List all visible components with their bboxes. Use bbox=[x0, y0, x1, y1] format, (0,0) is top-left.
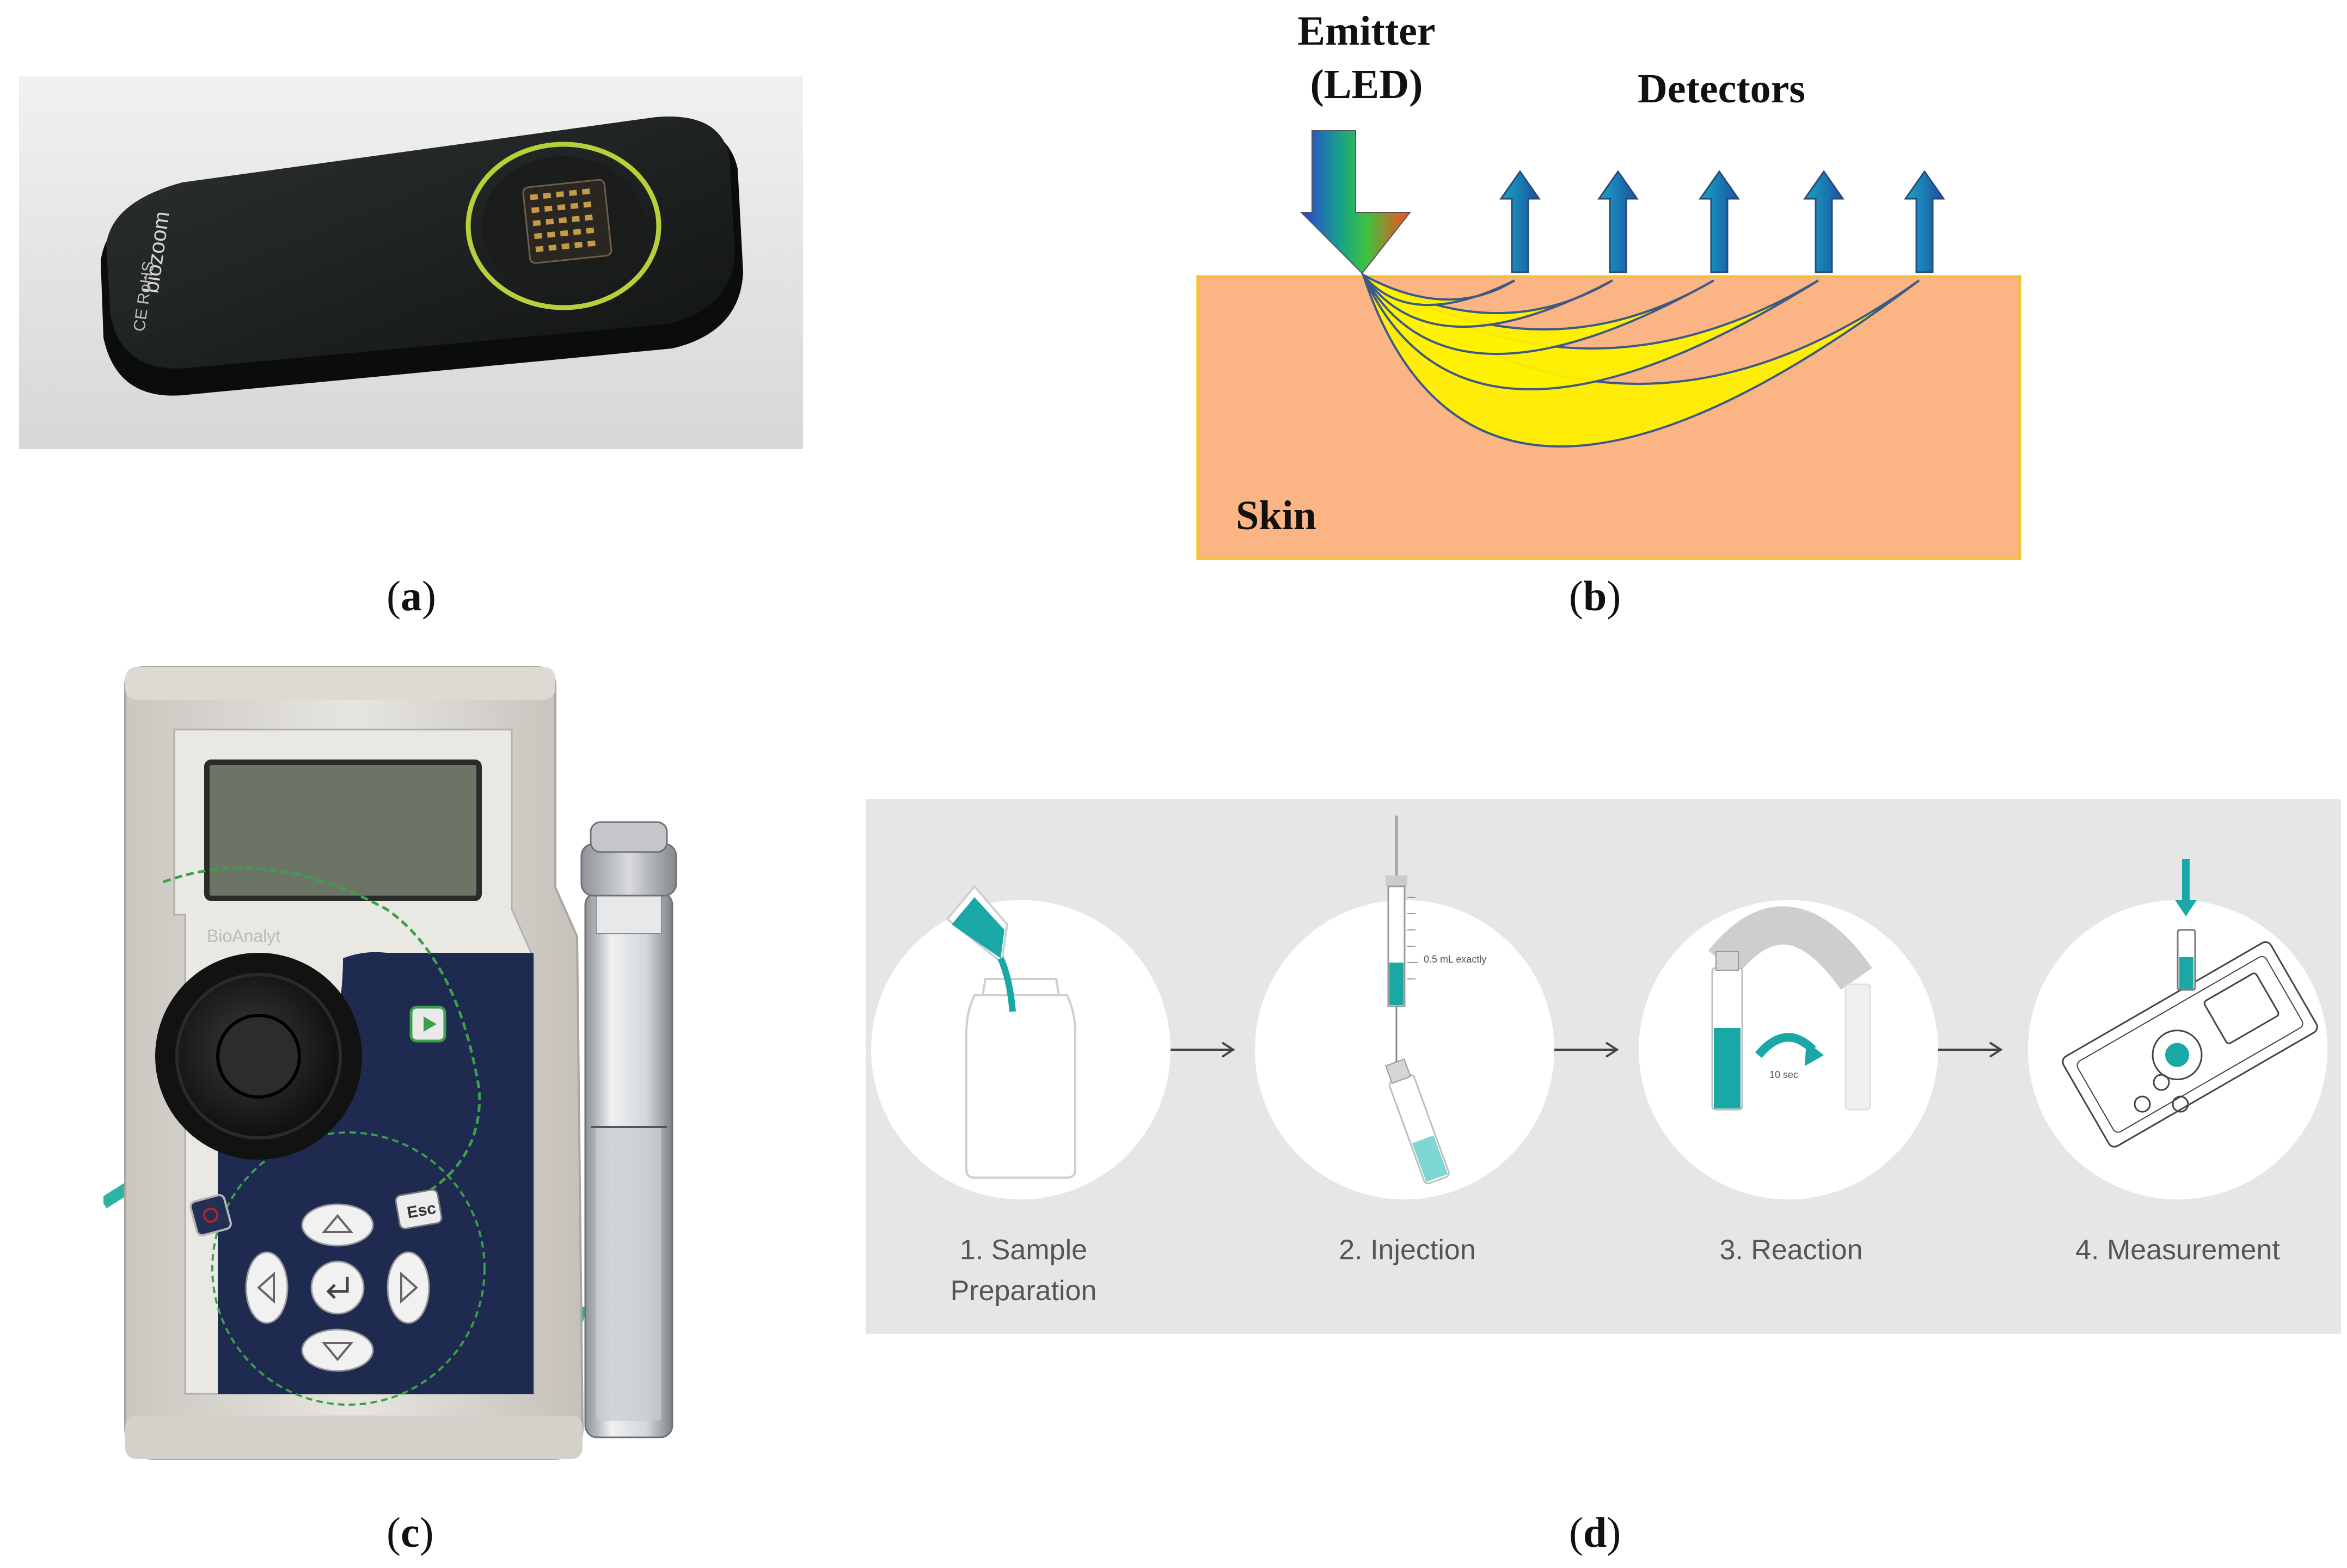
detector-arrow-icon bbox=[1597, 170, 1639, 273]
detector-arrows bbox=[1499, 170, 1945, 273]
left-arrow-key[interactable] bbox=[245, 1251, 289, 1324]
device-measure-icon bbox=[2062, 859, 2318, 1148]
glass-vial bbox=[580, 821, 677, 1438]
panel-c-label: (c) bbox=[387, 1509, 434, 1556]
panel-c: BioAnalyt Esc bbox=[100, 653, 730, 1481]
esc-button[interactable]: Esc bbox=[395, 1189, 443, 1230]
panel-d-label: (d) bbox=[1569, 1509, 1621, 1556]
sensor-ring-icon bbox=[465, 142, 661, 310]
step-3-label: 3. Reaction bbox=[1719, 1234, 1862, 1266]
panel-d: 0.5 mL exactly 10 sec bbox=[866, 799, 2341, 1334]
rotate-arrow-icon bbox=[1805, 1042, 1824, 1066]
handheld-device-photo: BioAnalyt Esc bbox=[100, 666, 677, 1460]
svg-text:0.5 mL exactly: 0.5 mL exactly bbox=[1424, 954, 1486, 965]
enter-icon bbox=[326, 1277, 349, 1299]
lcd-screen bbox=[204, 759, 482, 901]
skin-optics-diagram: Emitter (LED) Detectors Skin bbox=[1196, 8, 2021, 560]
panel-a: biozoom CE RoHS bbox=[19, 76, 803, 449]
process-steps-diagram: 0.5 mL exactly 10 sec bbox=[866, 799, 2341, 1334]
right-arrow-icon bbox=[400, 1271, 419, 1304]
bottle-pour-icon bbox=[946, 884, 1076, 1179]
start-button[interactable] bbox=[409, 1006, 446, 1043]
shake-vial-icon: 10 sec bbox=[1708, 906, 1872, 1111]
device-brand-lettering: BioAnalyt bbox=[207, 926, 280, 946]
down-arrow-key[interactable] bbox=[301, 1328, 374, 1372]
up-arrow-icon bbox=[321, 1214, 354, 1233]
arrow-right-icon bbox=[1938, 1042, 2003, 1058]
step-4-label: 4. Measurement bbox=[2075, 1234, 2280, 1266]
detector-arrow-icon bbox=[1803, 170, 1844, 273]
panel-a-label: (a) bbox=[387, 572, 436, 620]
step-circle bbox=[1255, 900, 1554, 1199]
power-icon bbox=[203, 1208, 218, 1223]
detector-arrow-icon bbox=[1904, 170, 1945, 273]
left-arrow-icon bbox=[256, 1271, 275, 1304]
power-button[interactable] bbox=[189, 1194, 232, 1236]
right-arrow-key[interactable] bbox=[387, 1251, 430, 1324]
up-arrow-key[interactable] bbox=[301, 1203, 374, 1247]
step-1-label: 1. Sample bbox=[960, 1234, 1087, 1266]
syringe-icon: 0.5 mL exactly bbox=[1385, 816, 1486, 1185]
enter-key[interactable] bbox=[310, 1260, 365, 1315]
emitter-label: Emitter bbox=[1297, 8, 1435, 54]
emitter-arrow-icon bbox=[1300, 130, 1412, 274]
detector-arrow-icon bbox=[1699, 170, 1740, 273]
arrow-right-icon bbox=[1554, 1042, 1619, 1058]
panel-b: Emitter (LED) Detectors Skin bbox=[1192, 0, 2042, 566]
down-arrow-icon bbox=[321, 1342, 354, 1362]
skin-label: Skin bbox=[1236, 493, 1316, 538]
detector-arrow-icon bbox=[1499, 170, 1541, 273]
step-1-sublabel: Preparation bbox=[951, 1275, 1097, 1307]
svg-text:10 sec: 10 sec bbox=[1769, 1069, 1798, 1080]
biozoom-device-photo: biozoom CE RoHS bbox=[19, 76, 803, 449]
step-2-label: 2. Injection bbox=[1339, 1234, 1476, 1266]
light-paths bbox=[1360, 272, 1920, 448]
emitter-sub-label: (LED) bbox=[1310, 62, 1423, 107]
play-icon bbox=[424, 1016, 437, 1032]
arrow-keypad[interactable] bbox=[245, 1203, 430, 1372]
step-arrows bbox=[1171, 1042, 2003, 1058]
arrow-right-icon bbox=[1171, 1042, 1235, 1058]
panel-b-label: (b) bbox=[1569, 572, 1621, 620]
detectors-label: Detectors bbox=[1638, 66, 1805, 112]
